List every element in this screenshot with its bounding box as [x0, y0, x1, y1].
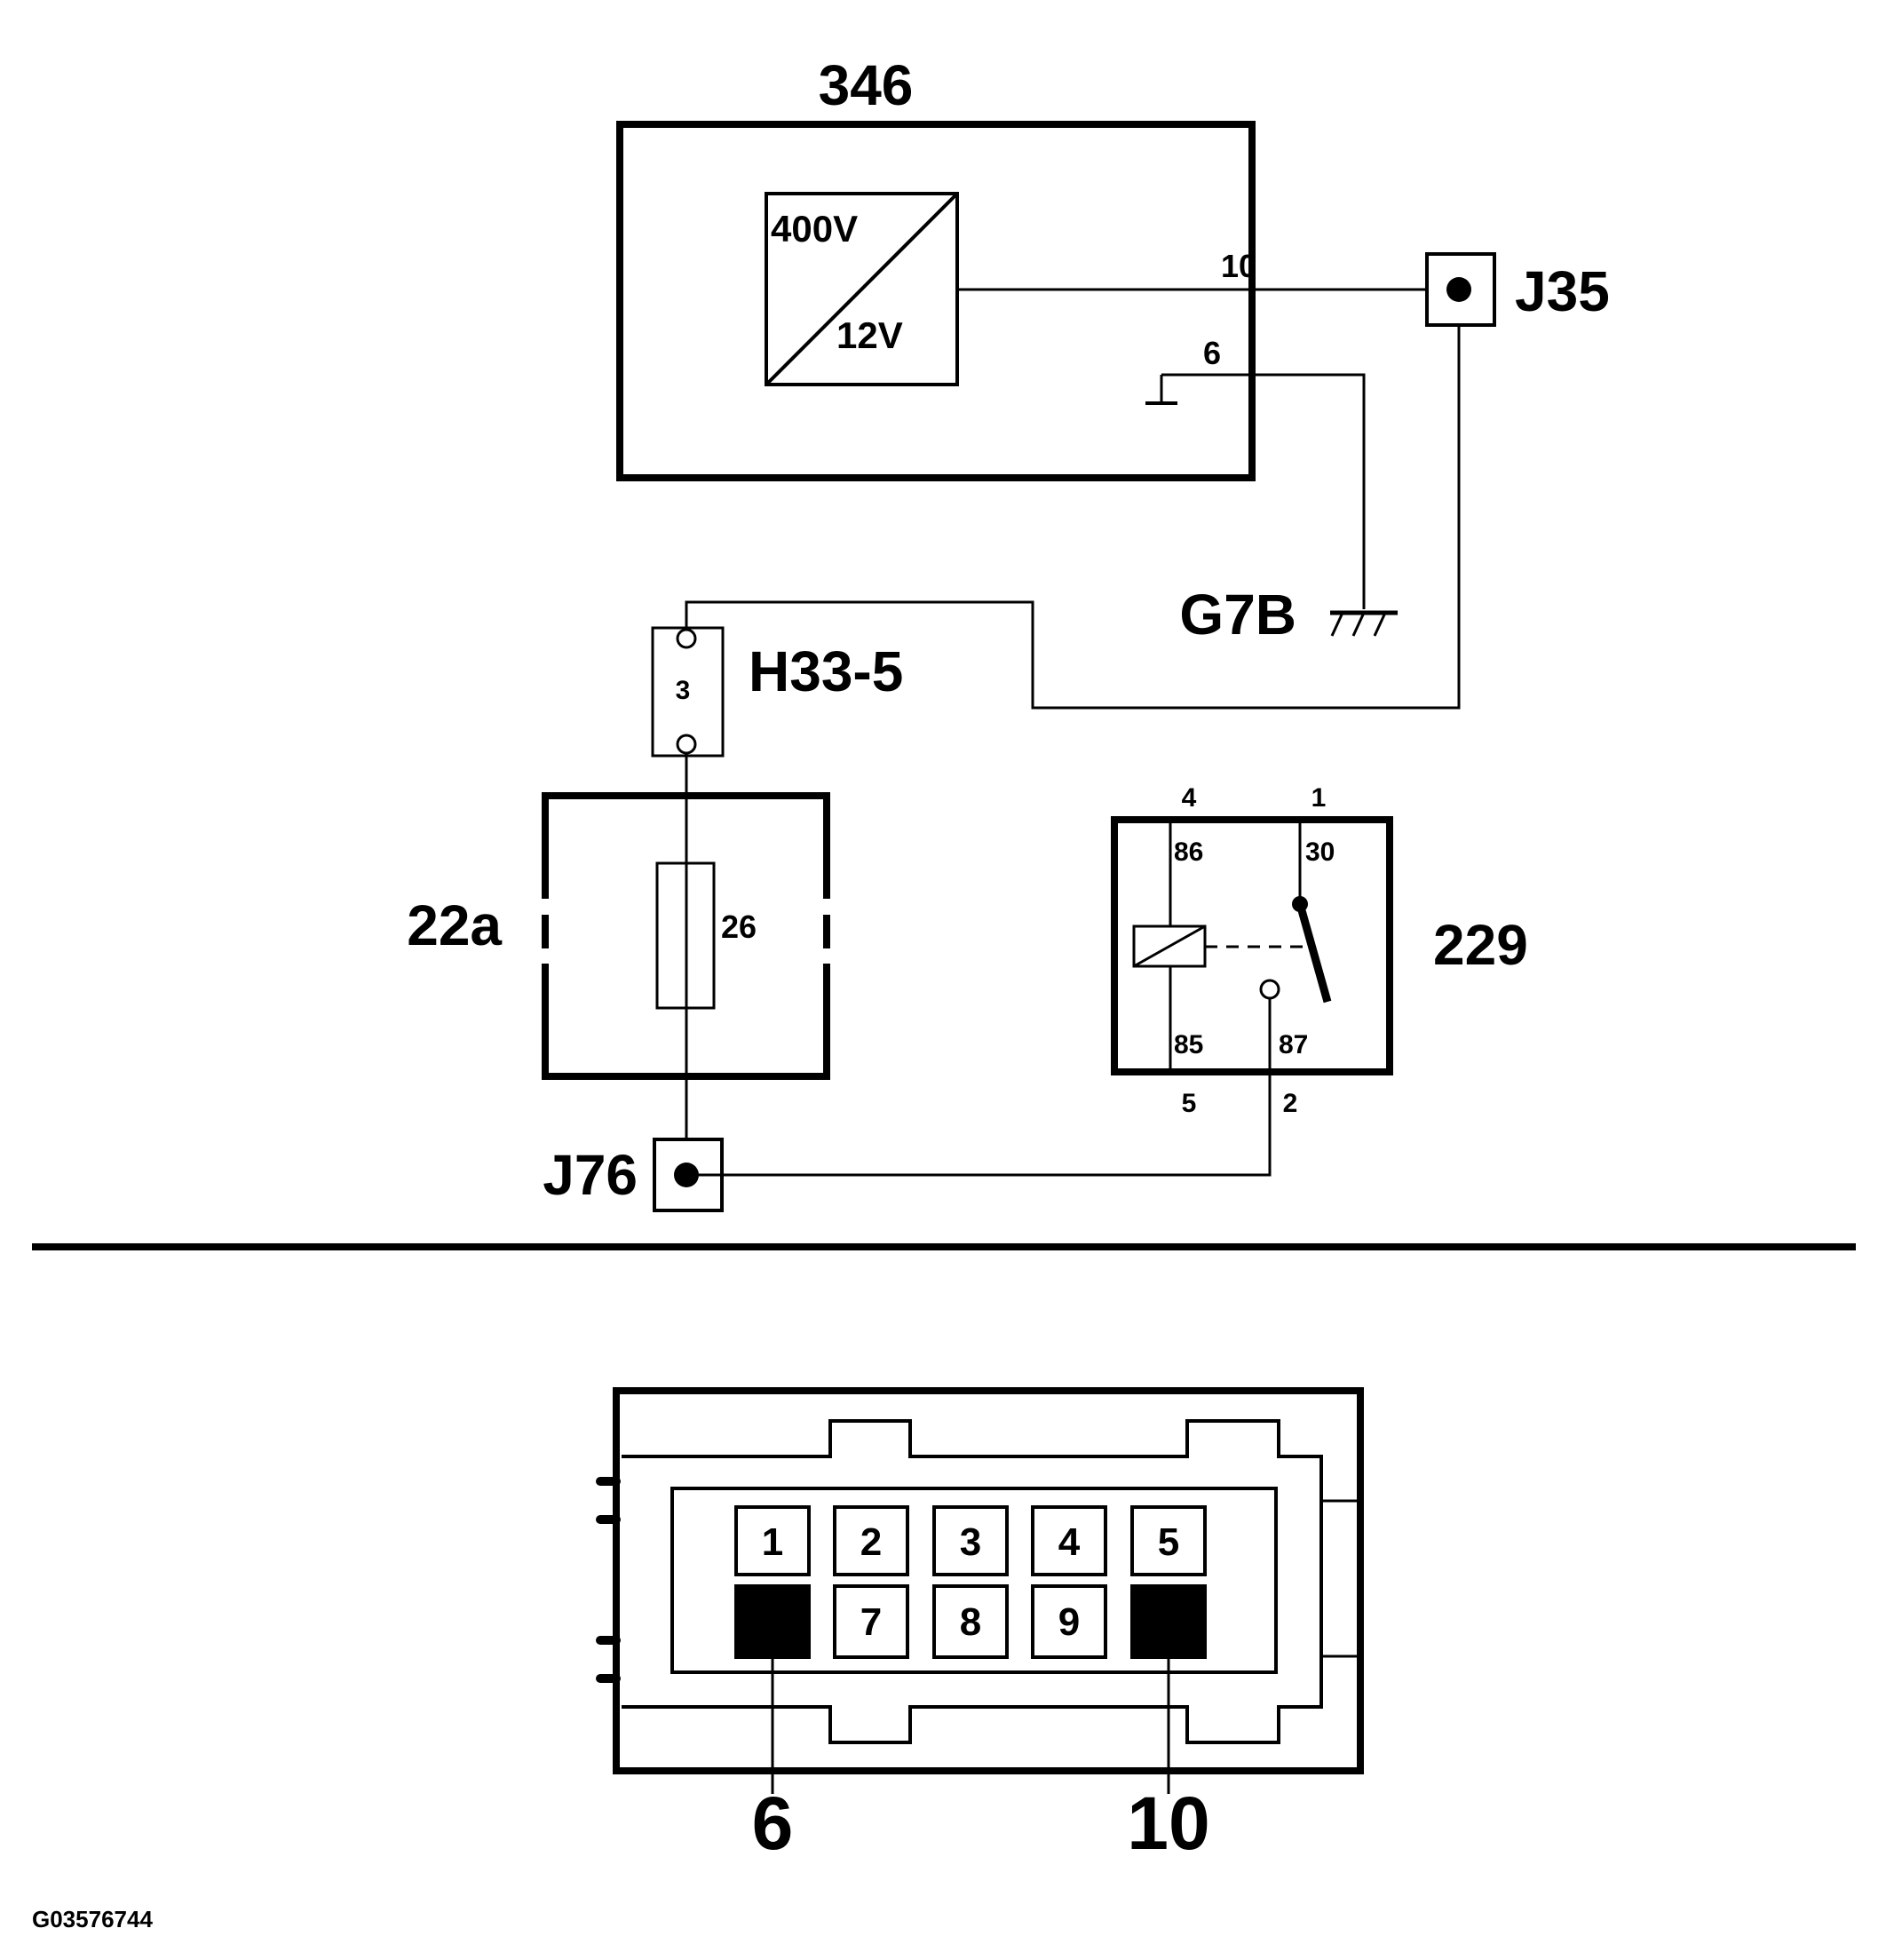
junction-j76: J76	[543, 997, 1272, 1212]
converter-pin-supply: 10	[1221, 248, 1256, 284]
cavity-9-label: 9	[1058, 1600, 1080, 1644]
cavity-9	[1031, 1584, 1107, 1659]
callout-10: 10	[1127, 1781, 1209, 1865]
wires-upper	[685, 288, 1461, 710]
converter-346: 346 400V 12V 10 6	[616, 53, 1256, 481]
cavity-3	[932, 1505, 1009, 1576]
fuse-box-label: 22a	[407, 893, 502, 957]
cavity-2	[833, 1505, 909, 1576]
connector-shroud	[622, 1419, 1323, 1744]
relay-terminal-87: 87	[1279, 1030, 1308, 1059]
fuse-number: 26	[721, 909, 757, 945]
ground-g7b: G7B	[1179, 583, 1398, 647]
cavity-7	[833, 1584, 909, 1659]
cavity-2-label: 2	[860, 1520, 882, 1564]
converter-output-voltage: 12V	[836, 314, 903, 356]
converter-label: 346	[819, 53, 914, 117]
relay-87-contact	[1259, 979, 1280, 1000]
relay-229: 4 1 5 2 86 30 85 87 229	[1111, 783, 1528, 1118]
connector-face-view: 1 2 3 4 5 7 8 9 6 10	[596, 1387, 1364, 1865]
cavity-3-label: 3	[960, 1520, 981, 1564]
wire-j35-to-h33	[685, 325, 1461, 710]
j35-label: J35	[1515, 259, 1610, 323]
cavity-1-label: 1	[762, 1520, 783, 1564]
converter-pin-ground: 6	[1203, 335, 1221, 371]
connector-outer-housing	[613, 1387, 1364, 1774]
figure-code: G03576744	[32, 1906, 153, 1932]
wire-j76-to-relay-87	[686, 997, 1272, 1177]
relay-switch-contact	[1296, 902, 1332, 1004]
wire-pin6-to-g7b	[1161, 373, 1366, 609]
cavity-4	[1031, 1505, 1107, 1576]
cavity-10-used	[1130, 1584, 1207, 1659]
j35-node	[1446, 277, 1471, 302]
relay-terminal-30: 30	[1305, 837, 1335, 867]
cavity-6-used	[734, 1584, 811, 1659]
cavity-4-label: 4	[1058, 1520, 1081, 1564]
h33-label: H33-5	[749, 639, 903, 703]
relay-housing	[1111, 816, 1393, 1075]
relay-pin-bottom-right: 2	[1283, 1089, 1298, 1118]
j76-label: J76	[543, 1143, 638, 1207]
cavity-8	[932, 1584, 1009, 1659]
h33-pin-top	[676, 628, 697, 649]
callout-6: 6	[752, 1781, 794, 1865]
converter-diagonal	[765, 192, 959, 386]
relay-label: 229	[1433, 913, 1528, 977]
g7b-label: G7B	[1179, 583, 1296, 647]
cavity-8-label: 8	[960, 1600, 981, 1644]
fuse-box-22a: 22a 26	[407, 753, 830, 1174]
relay-terminal-85: 85	[1174, 1030, 1203, 1059]
h33-pin-number: 3	[676, 676, 691, 705]
h33-pin-bottom	[676, 734, 697, 755]
relay-pin-top-left: 4	[1182, 783, 1197, 813]
connector-h33-5: 3 H33-5	[651, 626, 903, 758]
cavity-1	[734, 1505, 811, 1576]
cavity-5-label: 5	[1158, 1520, 1179, 1564]
relay-pin-bottom-left: 5	[1182, 1089, 1197, 1118]
relay-terminal-86: 86	[1174, 837, 1203, 867]
cavity-7-label: 7	[860, 1600, 882, 1644]
connector-cavity-frame	[670, 1487, 1278, 1674]
converter-housing	[616, 121, 1256, 481]
converter-input-voltage: 400V	[771, 208, 858, 250]
cavity-5	[1130, 1505, 1207, 1576]
relay-pin-top-right: 1	[1311, 783, 1327, 813]
junction-j35: J35	[1425, 252, 1610, 327]
